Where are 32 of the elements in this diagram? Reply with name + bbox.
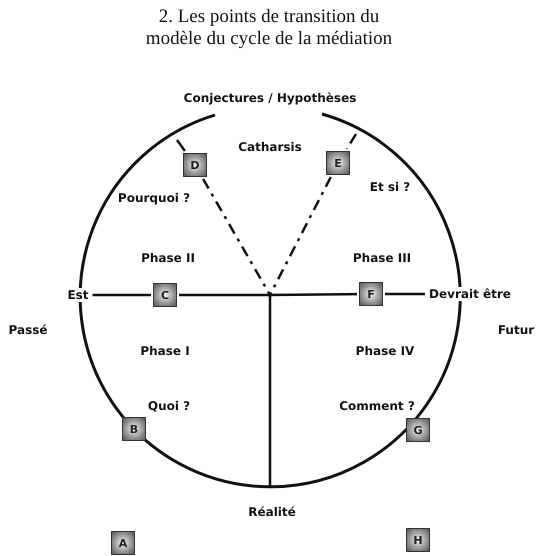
letter-box: C xyxy=(153,283,177,307)
letter-box: E xyxy=(326,151,350,175)
connector-line xyxy=(179,294,270,296)
text-label: Phase I xyxy=(140,344,190,358)
connector-line xyxy=(268,295,272,488)
connector-line xyxy=(92,294,151,296)
text-label: Catharsis xyxy=(238,140,302,154)
letter-box: H xyxy=(406,528,430,552)
letter-box: F xyxy=(359,282,383,306)
letter-box: G xyxy=(406,418,430,442)
text-label: Pourquoi ? xyxy=(118,191,190,205)
dash-dot-line xyxy=(268,176,332,296)
diagram-title: 2. Les points de transition du modèle du cycle de la médiation xyxy=(144,6,394,50)
text-label: Conjectures / Hypothèses xyxy=(184,91,356,105)
text-label: Phase III xyxy=(352,251,412,265)
connector-line xyxy=(385,292,425,296)
text-label: Passé xyxy=(8,323,48,337)
text-label: Comment ? xyxy=(339,399,415,413)
text-label: Phase II xyxy=(141,251,195,265)
dash-dot-line xyxy=(202,178,272,296)
letter-box: D xyxy=(183,153,207,177)
text-label: Quoi ? xyxy=(148,399,190,413)
connector-line xyxy=(270,292,358,296)
letter-box: A xyxy=(111,531,135,555)
dash-dot-line xyxy=(346,133,358,150)
text-label: Phase IV xyxy=(356,344,414,358)
text-label: Réalité xyxy=(248,505,296,519)
text-label: Futur xyxy=(498,323,534,337)
letter-box: B xyxy=(122,417,146,441)
connector-line xyxy=(176,139,186,152)
axis-label: Devrait être xyxy=(427,287,513,301)
text-label: Et si ? xyxy=(370,180,410,194)
